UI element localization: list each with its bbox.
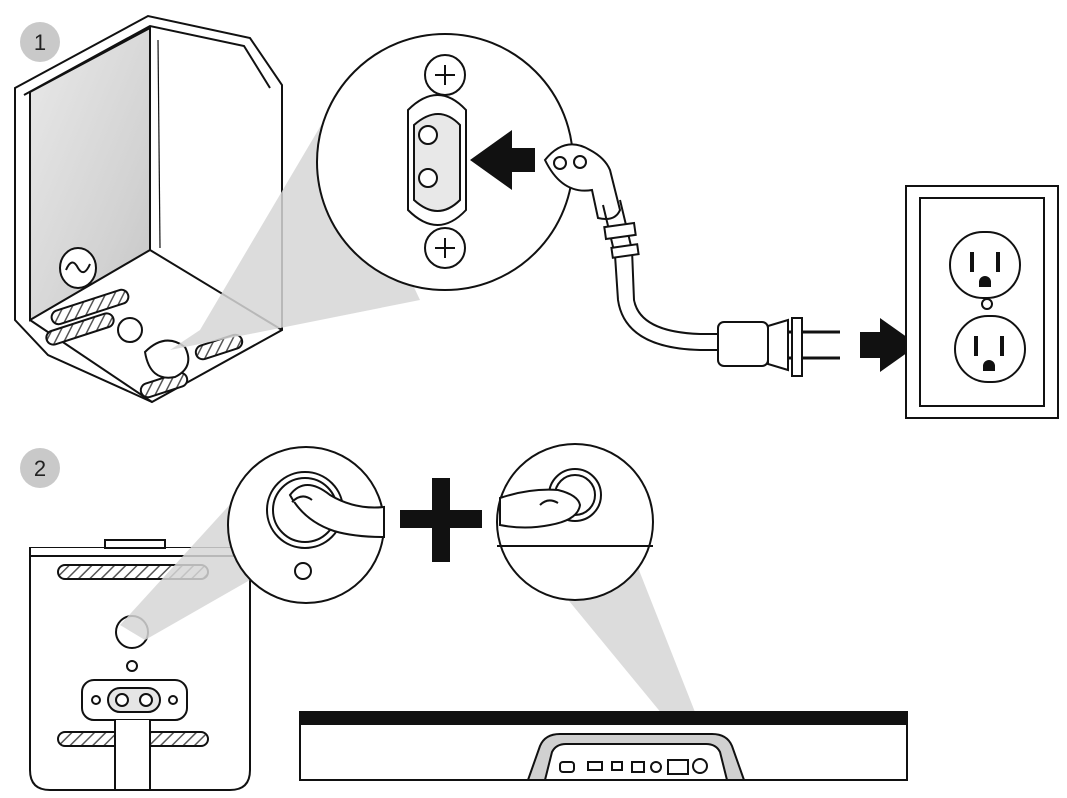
zoom-circle-socket [316, 33, 622, 291]
step-2-badge: 2 [20, 448, 60, 488]
plus-sign: + [400, 478, 482, 562]
step-1-badge: 1 [20, 22, 60, 62]
wall-plug [717, 321, 769, 367]
port-icon [667, 759, 689, 775]
arrow-icon [860, 318, 918, 372]
power-cord-icon [543, 143, 622, 220]
vent-slot [50, 288, 130, 326]
button-icon [692, 758, 708, 774]
finger-press-icon [499, 488, 582, 529]
speaker-rear [14, 14, 283, 404]
power-cord [602, 199, 918, 377]
port-icon [587, 761, 603, 771]
port-icon [611, 761, 623, 771]
brand-logo [59, 247, 97, 289]
soundbar [299, 711, 908, 781]
arrow-icon [470, 130, 535, 190]
finger-press-icon [288, 484, 385, 539]
vent-slot [45, 312, 115, 346]
zoom-circle-press [227, 446, 385, 604]
vent-slot [139, 371, 189, 399]
step-1-number: 1 [34, 30, 46, 55]
port-icon [559, 761, 575, 773]
speaker-button [117, 317, 143, 343]
speaker-power-socket [143, 339, 190, 379]
step-2-number: 2 [34, 456, 46, 481]
zoom-beam [560, 560, 708, 748]
port-icon [650, 761, 662, 773]
zoom-circle-press-soundbar [496, 443, 654, 601]
wall-outlet-icon [905, 185, 1059, 419]
port-icon [631, 761, 645, 773]
